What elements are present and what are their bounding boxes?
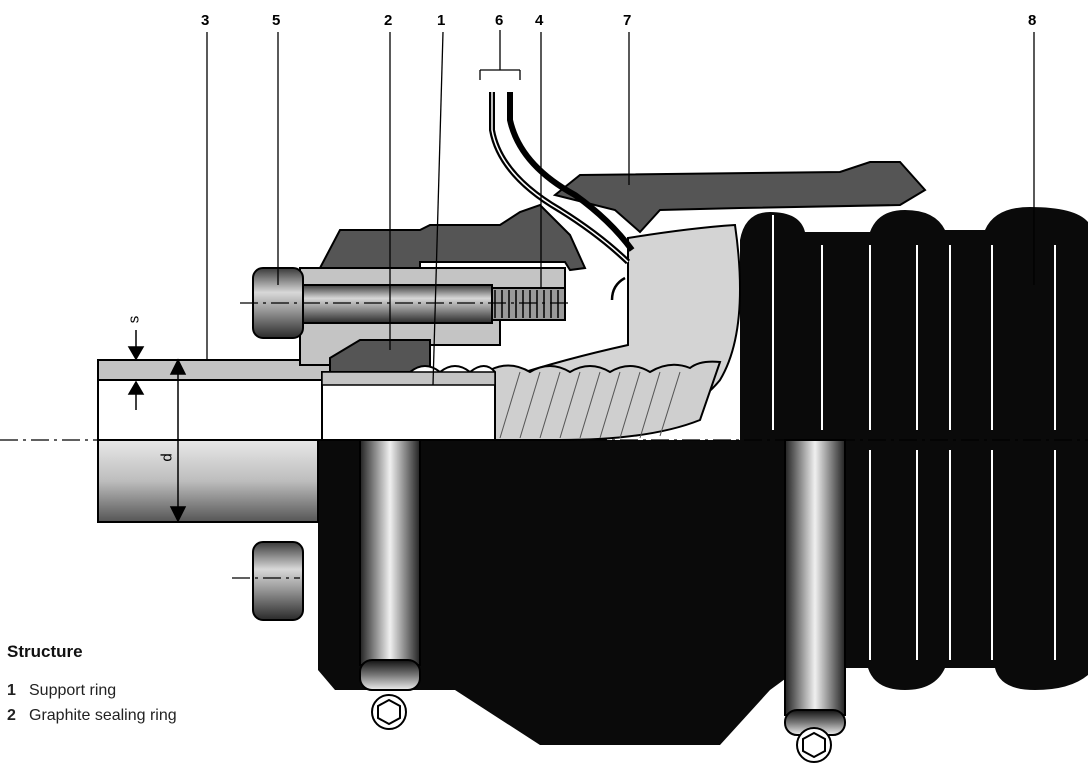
dimension-d: [169, 358, 187, 523]
legend-item-label: Support ring: [29, 682, 117, 699]
dimension-s-label: s: [125, 315, 143, 324]
dimension-s: [125, 330, 150, 410]
corrugated-pipe: [489, 360, 722, 441]
legend-item: 1 Support ring: [7, 678, 337, 703]
dimension-d-label: d: [158, 453, 176, 462]
end-pipe-upper: [97, 359, 331, 381]
callout-leaders: [206, 30, 1035, 386]
legend-title: Structure: [7, 642, 83, 661]
top-casing: [318, 203, 587, 272]
callout-8: 8: [1028, 12, 1037, 29]
structure-legend: Structure 1 Support ring 2 Graphite sealin…: [7, 642, 337, 728]
clamp-left-screw-icon: [371, 694, 407, 730]
callout-3: 3: [201, 12, 210, 29]
callout-1: 1: [437, 12, 446, 29]
centerlines: [0, 302, 1088, 579]
corrugation-hatch: [499, 371, 681, 439]
callout-6: 6: [495, 12, 504, 29]
bolt-head-lower: [252, 541, 304, 621]
callout-7: 7: [623, 12, 632, 29]
sensor-wires: [489, 92, 635, 301]
clamp-right: [784, 439, 846, 716]
callout-5: 5: [272, 12, 281, 29]
callout-4: 4: [535, 12, 544, 29]
protective-cap: [552, 161, 927, 234]
bolt-shaft: [299, 284, 493, 324]
clamp-left-buckle: [359, 659, 421, 691]
support-ring-band: [321, 371, 496, 386]
legend-item-number: 2: [7, 707, 16, 724]
graphite-sealing-ring: [329, 339, 431, 373]
thread-marks: [494, 290, 559, 318]
callout-2: 2: [384, 12, 393, 29]
clamp-left: [359, 439, 421, 666]
legend-item: 2 Graphite sealing ring: [7, 703, 337, 728]
legend-item-label: Graphite sealing ring: [29, 707, 177, 724]
legend-item-number: 1: [7, 682, 16, 699]
end-pipe-lower: [97, 439, 319, 523]
clamp-right-screw-icon: [796, 727, 832, 763]
